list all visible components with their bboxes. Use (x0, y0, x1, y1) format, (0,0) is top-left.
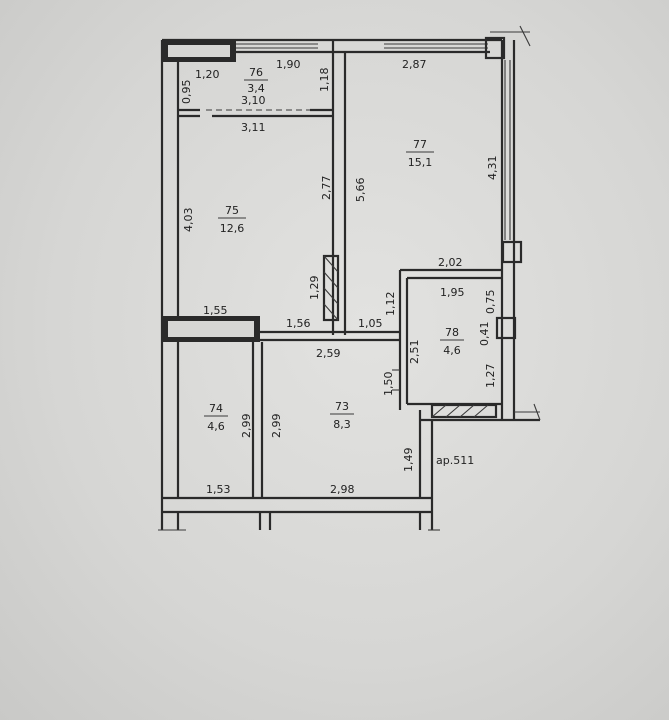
room-78-number: 78 (445, 326, 459, 339)
vent-shaft-vertical (322, 254, 340, 322)
room-78-area: 4,6 (443, 344, 461, 357)
room-73-area: 8,3 (333, 418, 351, 431)
dim-2-98: 2,98 (330, 483, 355, 496)
room-74: 74 4,6 (204, 402, 228, 433)
dim-1-20: 1,20 (195, 68, 220, 81)
dim-1-50: 1,50 (382, 372, 395, 397)
dim-1-27: 1,27 (484, 364, 497, 389)
room-77: 77 15,1 (406, 138, 434, 169)
dim-2-59: 2,59 (316, 347, 341, 360)
dim-1-95: 1,95 (440, 286, 465, 299)
dim-0-75: 0,75 (484, 290, 497, 315)
column-right-low (495, 316, 517, 340)
dim-1-18: 1,18 (318, 68, 331, 93)
room-76-number: 76 (249, 66, 263, 79)
dim-2-99-right: 2,99 (270, 414, 283, 439)
dim-0-41: 0,41 (478, 322, 491, 347)
dim-2-51: 2,51 (408, 340, 421, 365)
dim-1-05: 1,05 (358, 317, 383, 330)
dim-1-55: 1,55 (203, 304, 228, 317)
room-77-area: 15,1 (408, 156, 433, 169)
dim-1-56: 1,56 (286, 317, 311, 330)
top-windows (236, 25, 531, 240)
room-76: 76 3,4 (244, 66, 268, 95)
dim-1-90: 1,90 (276, 58, 301, 71)
dim-1-29: 1,29 (308, 276, 321, 301)
interior-walls (162, 40, 540, 530)
room-73: 73 8,3 (330, 400, 354, 431)
vent-shaft-horizontal (430, 403, 498, 419)
room-75-number: 75 (225, 204, 239, 217)
dim-2-02: 2,02 (438, 256, 463, 269)
dim-2-99-left: 2,99 (240, 414, 253, 439)
room-75: 75 12,6 (218, 204, 246, 235)
apartment-label: ар.511 (436, 454, 474, 467)
dim-1-53: 1,53 (206, 483, 231, 496)
room-74-number: 74 (209, 402, 223, 415)
column-right-mid (501, 240, 523, 264)
dim-3-11: 3,11 (241, 121, 266, 134)
room-76-area: 3,4 (247, 82, 265, 95)
dim-4-31: 4,31 (486, 156, 499, 181)
room-78: 78 4,6 (440, 326, 464, 357)
dim-2-87: 2,87 (402, 58, 427, 71)
dimension-labels: 1,20 1,90 2,87 0,95 1,18 3,10 3,11 4,31 … (180, 58, 499, 496)
dim-0-95: 0,95 (180, 80, 193, 105)
column-top-right (484, 36, 506, 60)
room-77-number: 77 (413, 138, 427, 151)
room-75-area: 12,6 (220, 222, 245, 235)
dim-1-49: 1,49 (402, 448, 415, 473)
room-73-number: 73 (335, 400, 349, 413)
dim-5-66: 5,66 (354, 178, 367, 203)
dim-4-03: 4,03 (182, 208, 195, 233)
dim-1-12: 1,12 (384, 292, 397, 317)
dim-2-77: 2,77 (320, 176, 333, 201)
room-74-area: 4,6 (207, 420, 225, 433)
bottom-stubs (158, 403, 541, 531)
dim-3-10: 3,10 (241, 94, 266, 107)
